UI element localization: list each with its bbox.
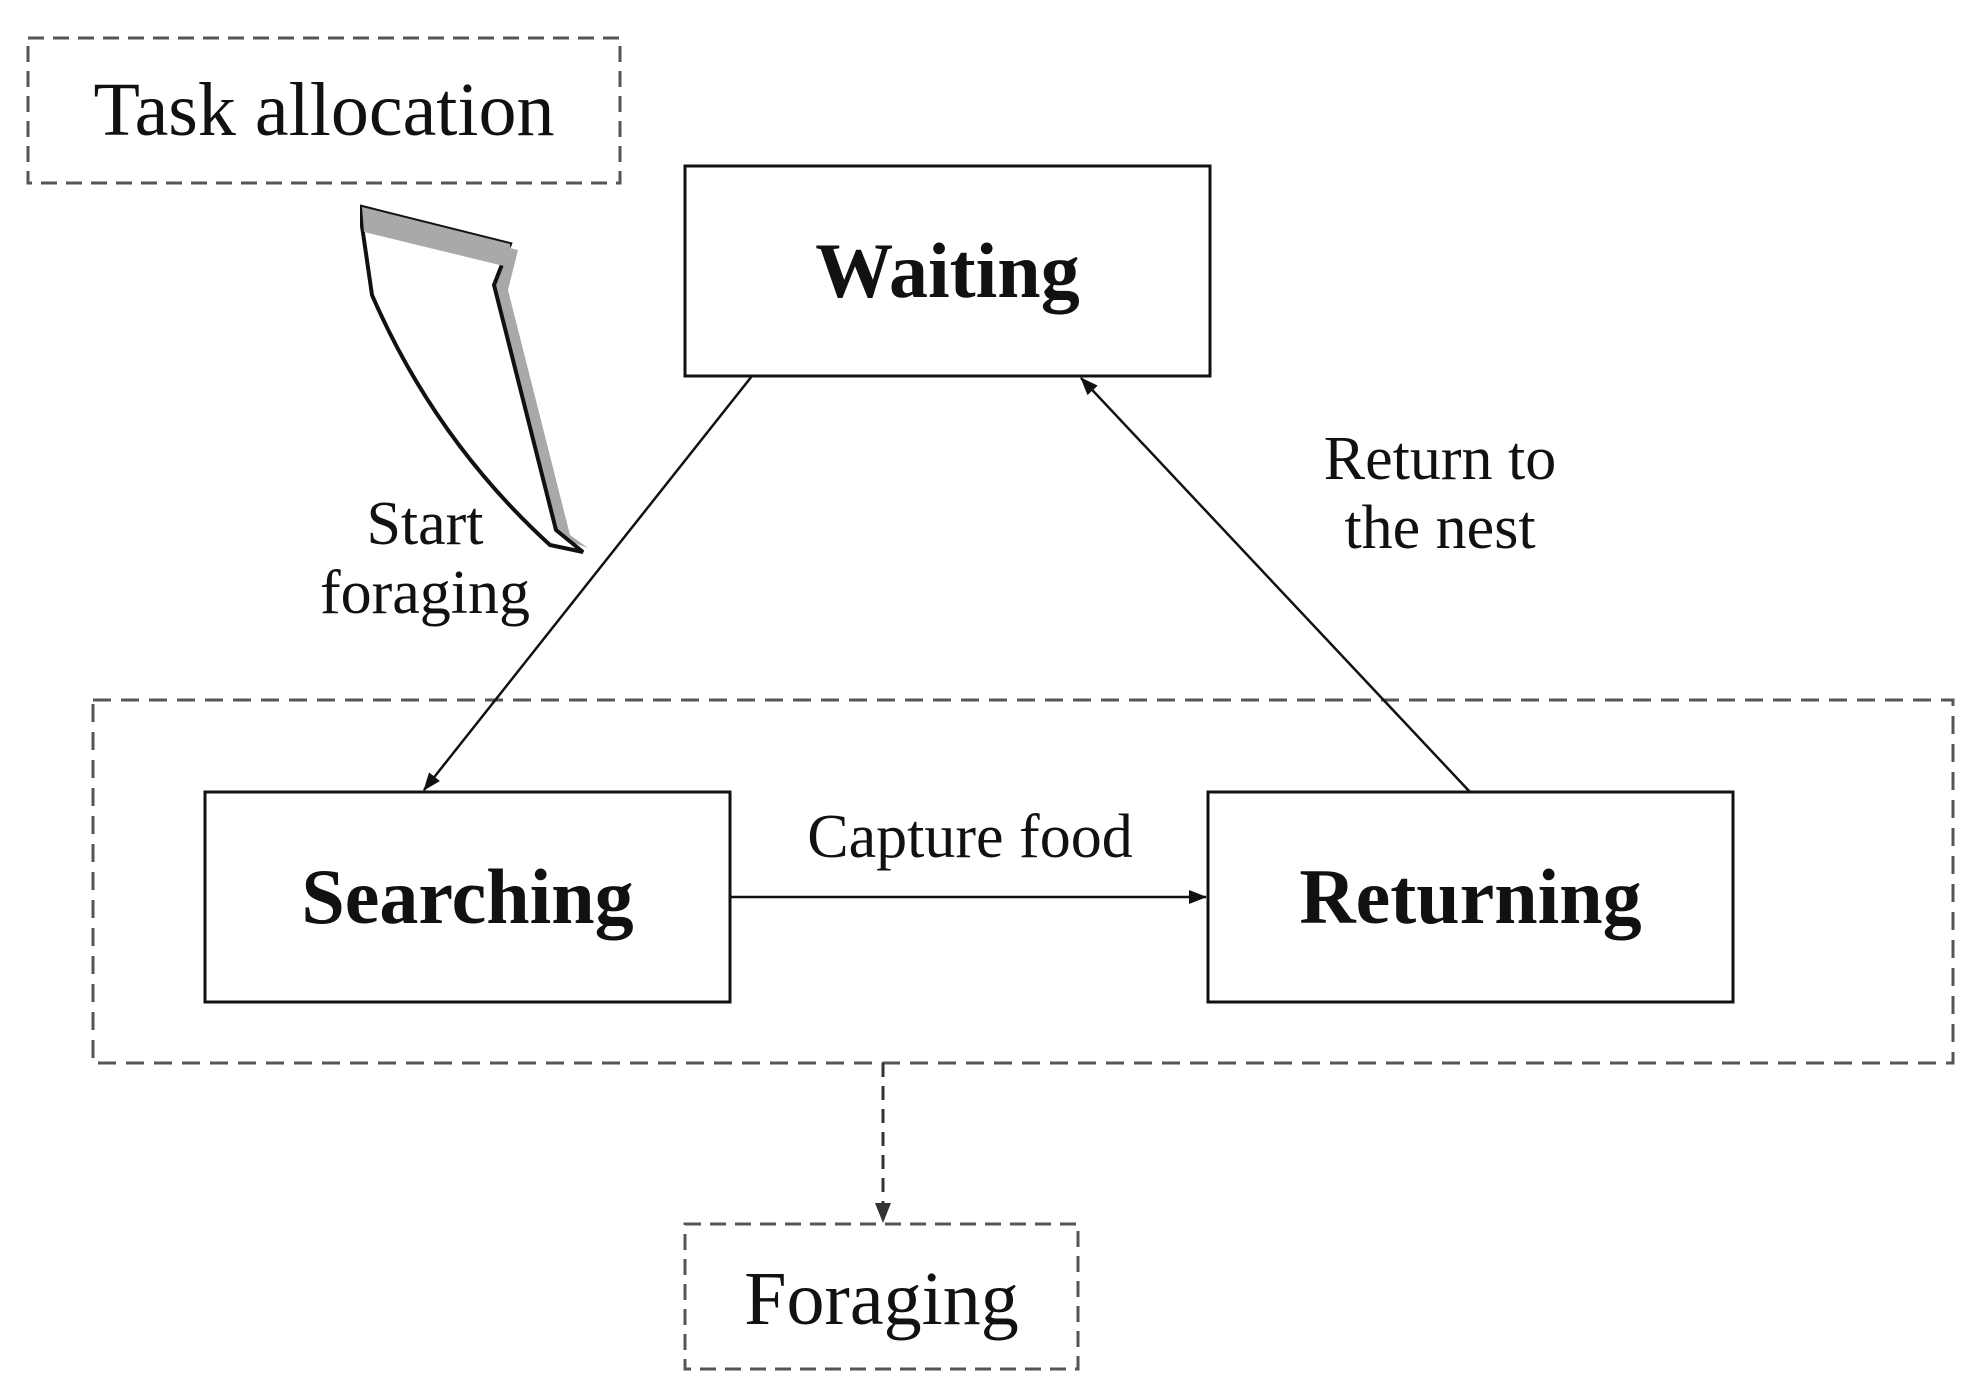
return-to-nest-line1: Return to bbox=[1323, 425, 1557, 493]
task-allocation-label: Task allocation bbox=[93, 68, 555, 152]
foraging-box bbox=[683, 1222, 1080, 1371]
returning-label: Returning bbox=[1299, 853, 1642, 940]
start-foraging-line2: foraging bbox=[319, 559, 531, 628]
return-to-nest-arrow bbox=[1080, 377, 1471, 793]
waiting-box bbox=[683, 164, 1212, 378]
start-foraging-arrow bbox=[423, 375, 753, 791]
start-foraging-line1: Start bbox=[366, 490, 484, 558]
searching-label: Searching bbox=[301, 853, 634, 940]
task-allocation-bolt-arrow bbox=[360, 204, 588, 554]
capture-food-label: Capture food bbox=[807, 803, 1133, 871]
foraging-label: Foraging bbox=[744, 1257, 1019, 1341]
returning-box bbox=[1206, 790, 1735, 1004]
start-foraging-label: Start foraging bbox=[280, 490, 570, 629]
return-to-nest-line2: the nest bbox=[1344, 494, 1536, 563]
waiting-label: Waiting bbox=[815, 227, 1080, 314]
task-allocation-box bbox=[26, 36, 622, 185]
searching-returning-group-box bbox=[91, 698, 1955, 1065]
return-to-nest-label: Return to the nest bbox=[1270, 425, 1610, 564]
